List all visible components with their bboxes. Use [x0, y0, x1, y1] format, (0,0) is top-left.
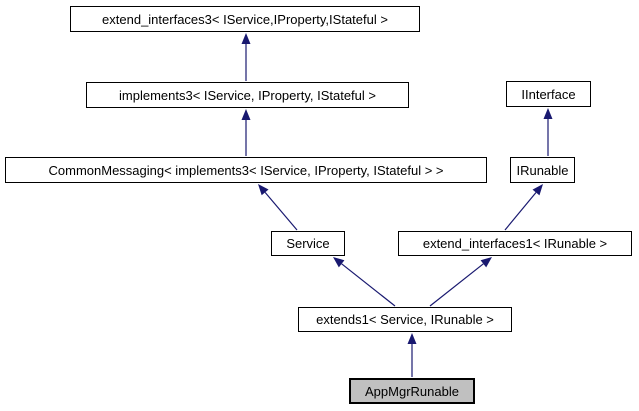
inheritance-arrow-Service-to-CommonMessaging: [258, 184, 298, 231]
class-node-implements3[interactable]: implements3< IService, IProperty, IState…: [86, 82, 409, 108]
class-node-AppMgrRunable: AppMgrRunable: [349, 378, 475, 404]
class-node-extend_interfaces3[interactable]: extend_interfaces3< IService,IProperty,I…: [70, 6, 420, 32]
class-node-IRunable[interactable]: IRunable: [510, 157, 575, 183]
inheritance-arrow-IRunable-to-IInterface: [543, 108, 553, 156]
inheritance-arrow-implements3-to-extend_interfaces3: [241, 33, 251, 81]
inheritance-arrow-AppMgrRunable-to-extends1: [407, 333, 417, 377]
inheritance-arrow-extends1-to-extend_interfaces1: [429, 257, 492, 307]
inheritance-arrow-CommonMessaging-to-implements3: [241, 109, 251, 156]
inheritance-arrow-extend_interfaces1-to-IRunable: [504, 184, 543, 231]
class-node-IInterface[interactable]: IInterface: [506, 81, 591, 107]
class-node-Service[interactable]: Service: [271, 231, 345, 256]
class-node-extend_interfaces1[interactable]: extend_interfaces1< IRunable >: [398, 231, 632, 256]
class-node-CommonMessaging[interactable]: CommonMessaging< implements3< IService, …: [5, 157, 487, 183]
inheritance-arrow-extends1-to-Service: [333, 257, 396, 307]
class-node-extends1[interactable]: extends1< Service, IRunable >: [298, 307, 512, 332]
